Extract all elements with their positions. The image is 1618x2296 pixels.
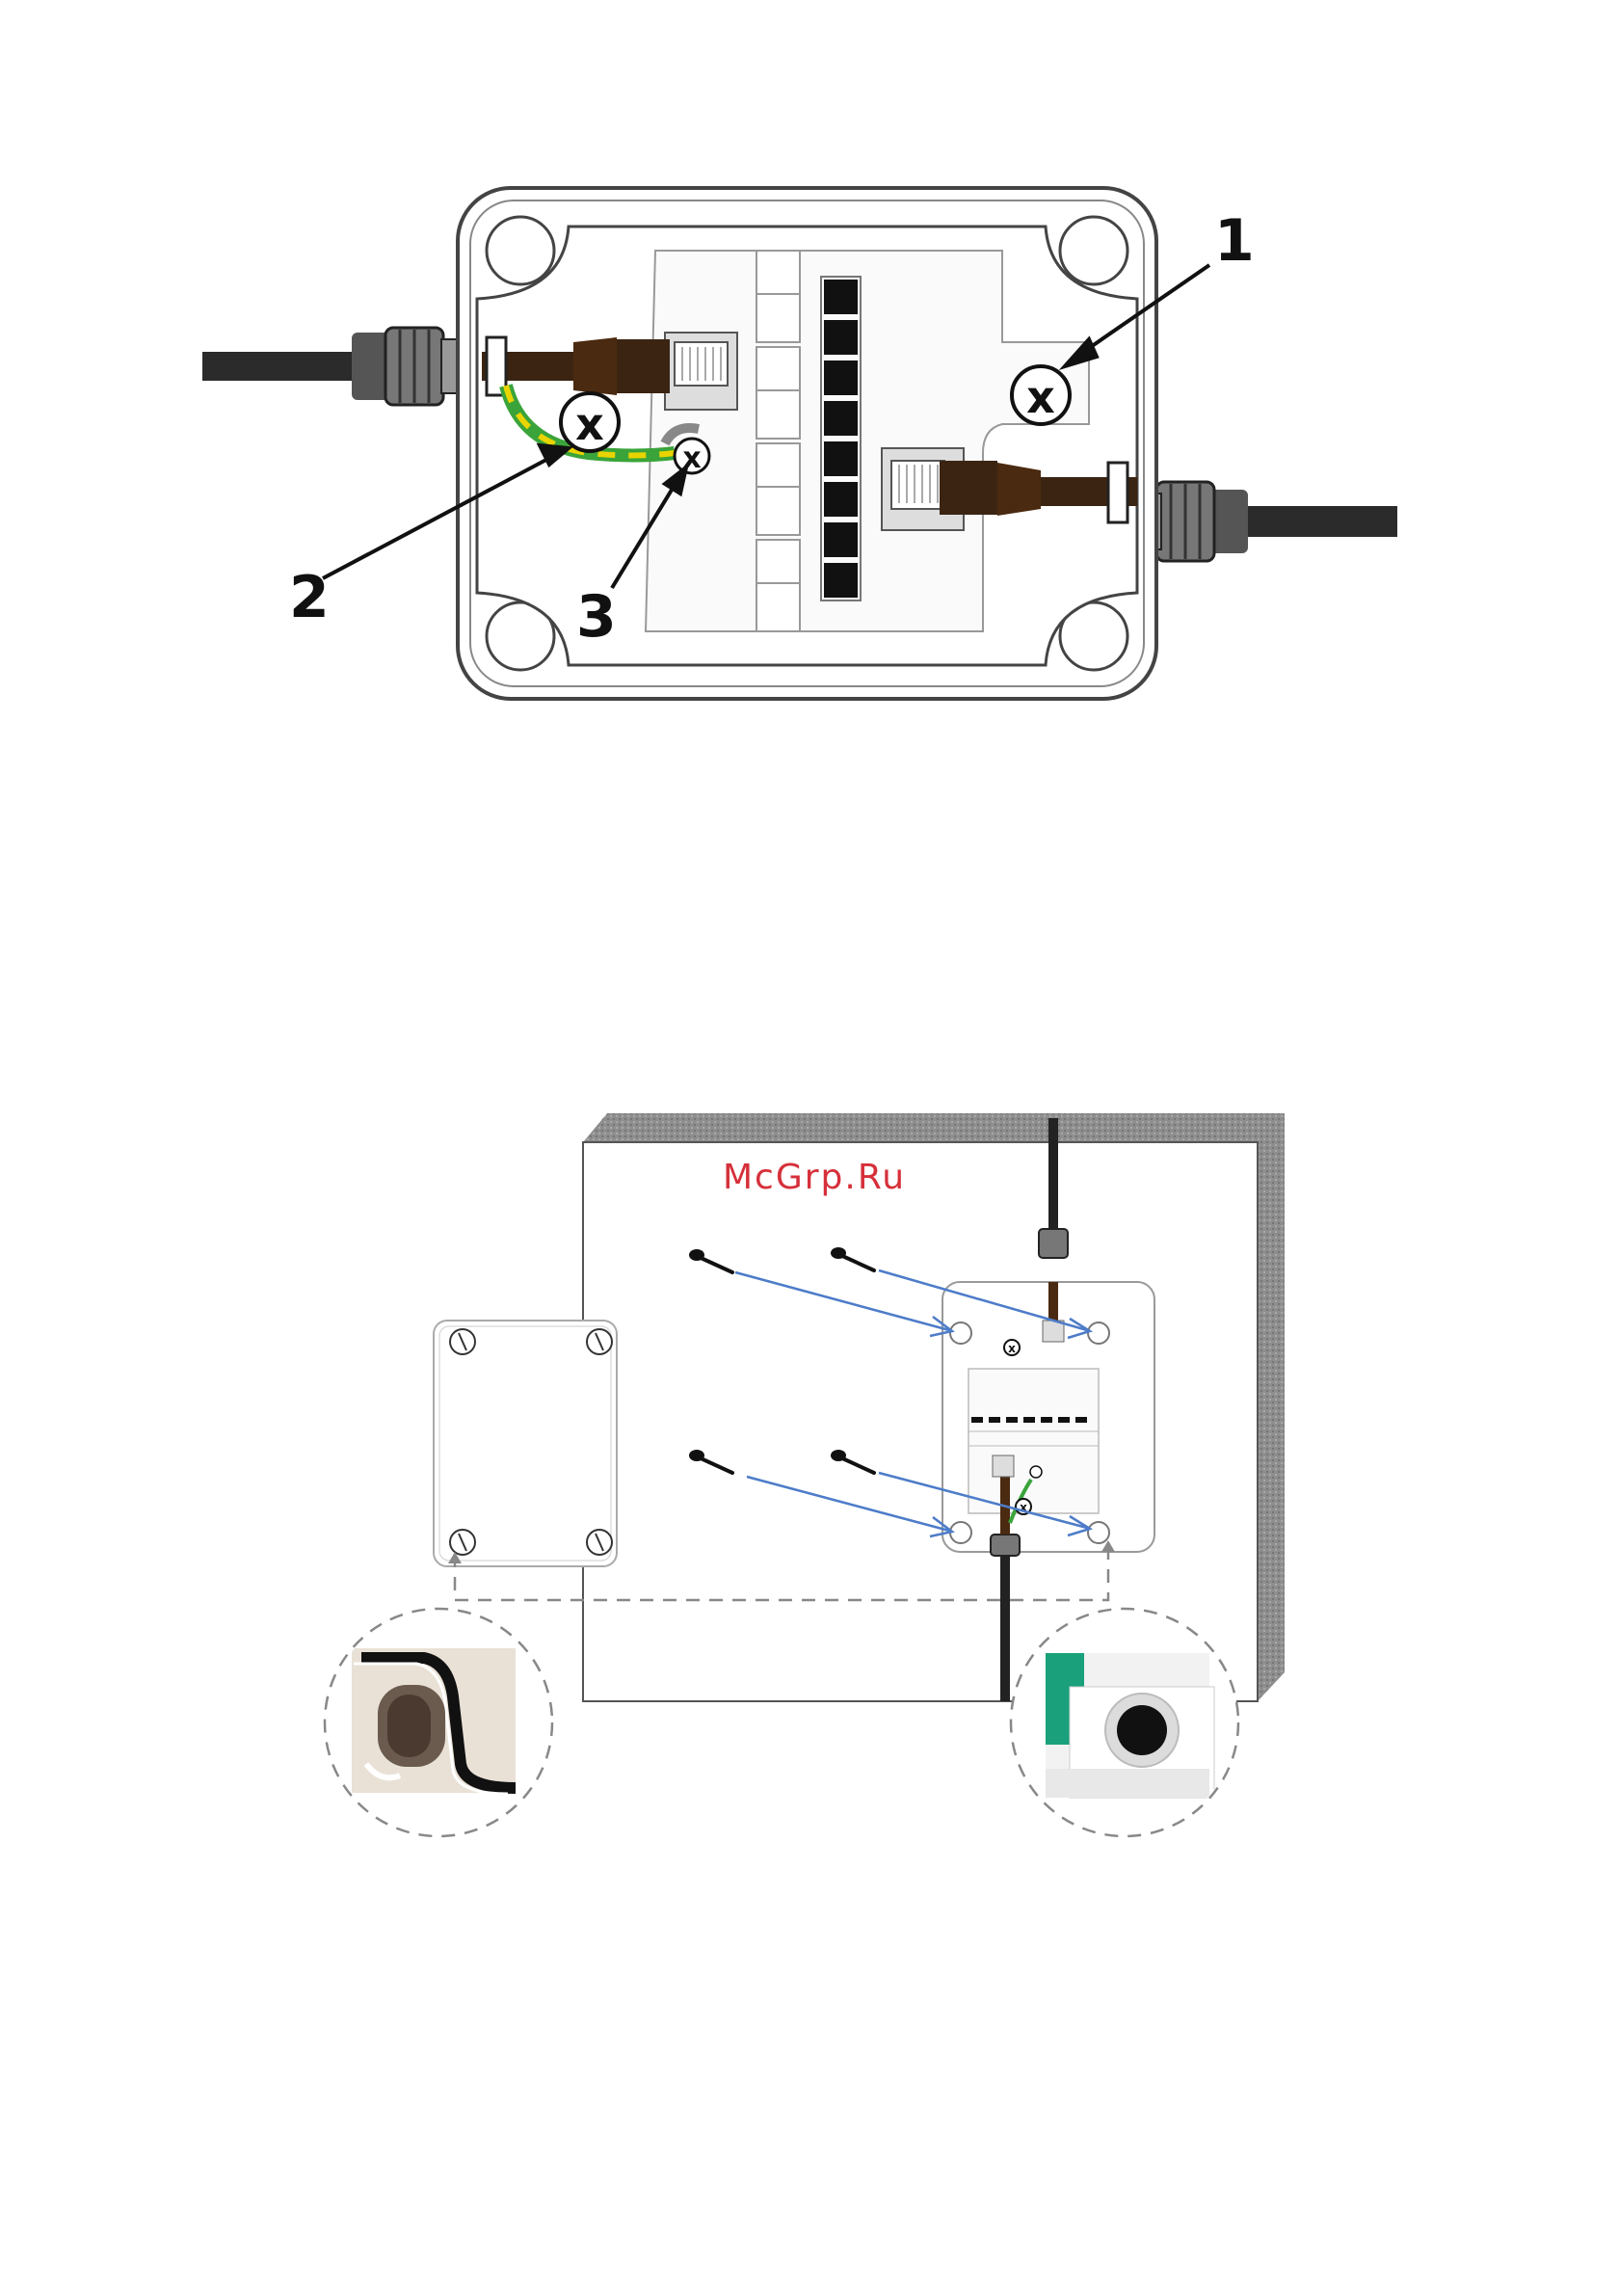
svg-text:x: x bbox=[575, 398, 604, 450]
screw-x-icon: x bbox=[1012, 366, 1070, 424]
top-cable bbox=[1048, 1118, 1058, 1234]
cable-gland-icon bbox=[352, 328, 470, 405]
bottom-cable bbox=[1000, 1537, 1010, 1701]
callout-2: 2 bbox=[289, 564, 330, 631]
svg-text:x: x bbox=[1008, 1342, 1016, 1355]
screw-x-icon: x bbox=[561, 393, 619, 451]
callout-1: 1 bbox=[1214, 207, 1255, 275]
rj45-jack-icon bbox=[665, 333, 737, 410]
right-cable bbox=[1243, 506, 1397, 537]
screw-x-icon: x bbox=[675, 439, 709, 475]
cover-lid-icon bbox=[434, 1321, 617, 1566]
wall-panel-icon bbox=[583, 1113, 1285, 1701]
svg-text:x: x bbox=[1026, 371, 1055, 423]
mounting-hole-detail-icon bbox=[325, 1609, 552, 1836]
junction-box-diagram: x x x 1 2 3 bbox=[0, 154, 1618, 733]
mounting-hole-detail-icon bbox=[1011, 1609, 1238, 1836]
watermark: McGrp.Ru bbox=[723, 1158, 906, 1197]
wall-mounting-diagram: McGrp.Ru bbox=[0, 1089, 1618, 1860]
callout-3: 3 bbox=[576, 583, 617, 651]
left-cable bbox=[202, 352, 366, 381]
